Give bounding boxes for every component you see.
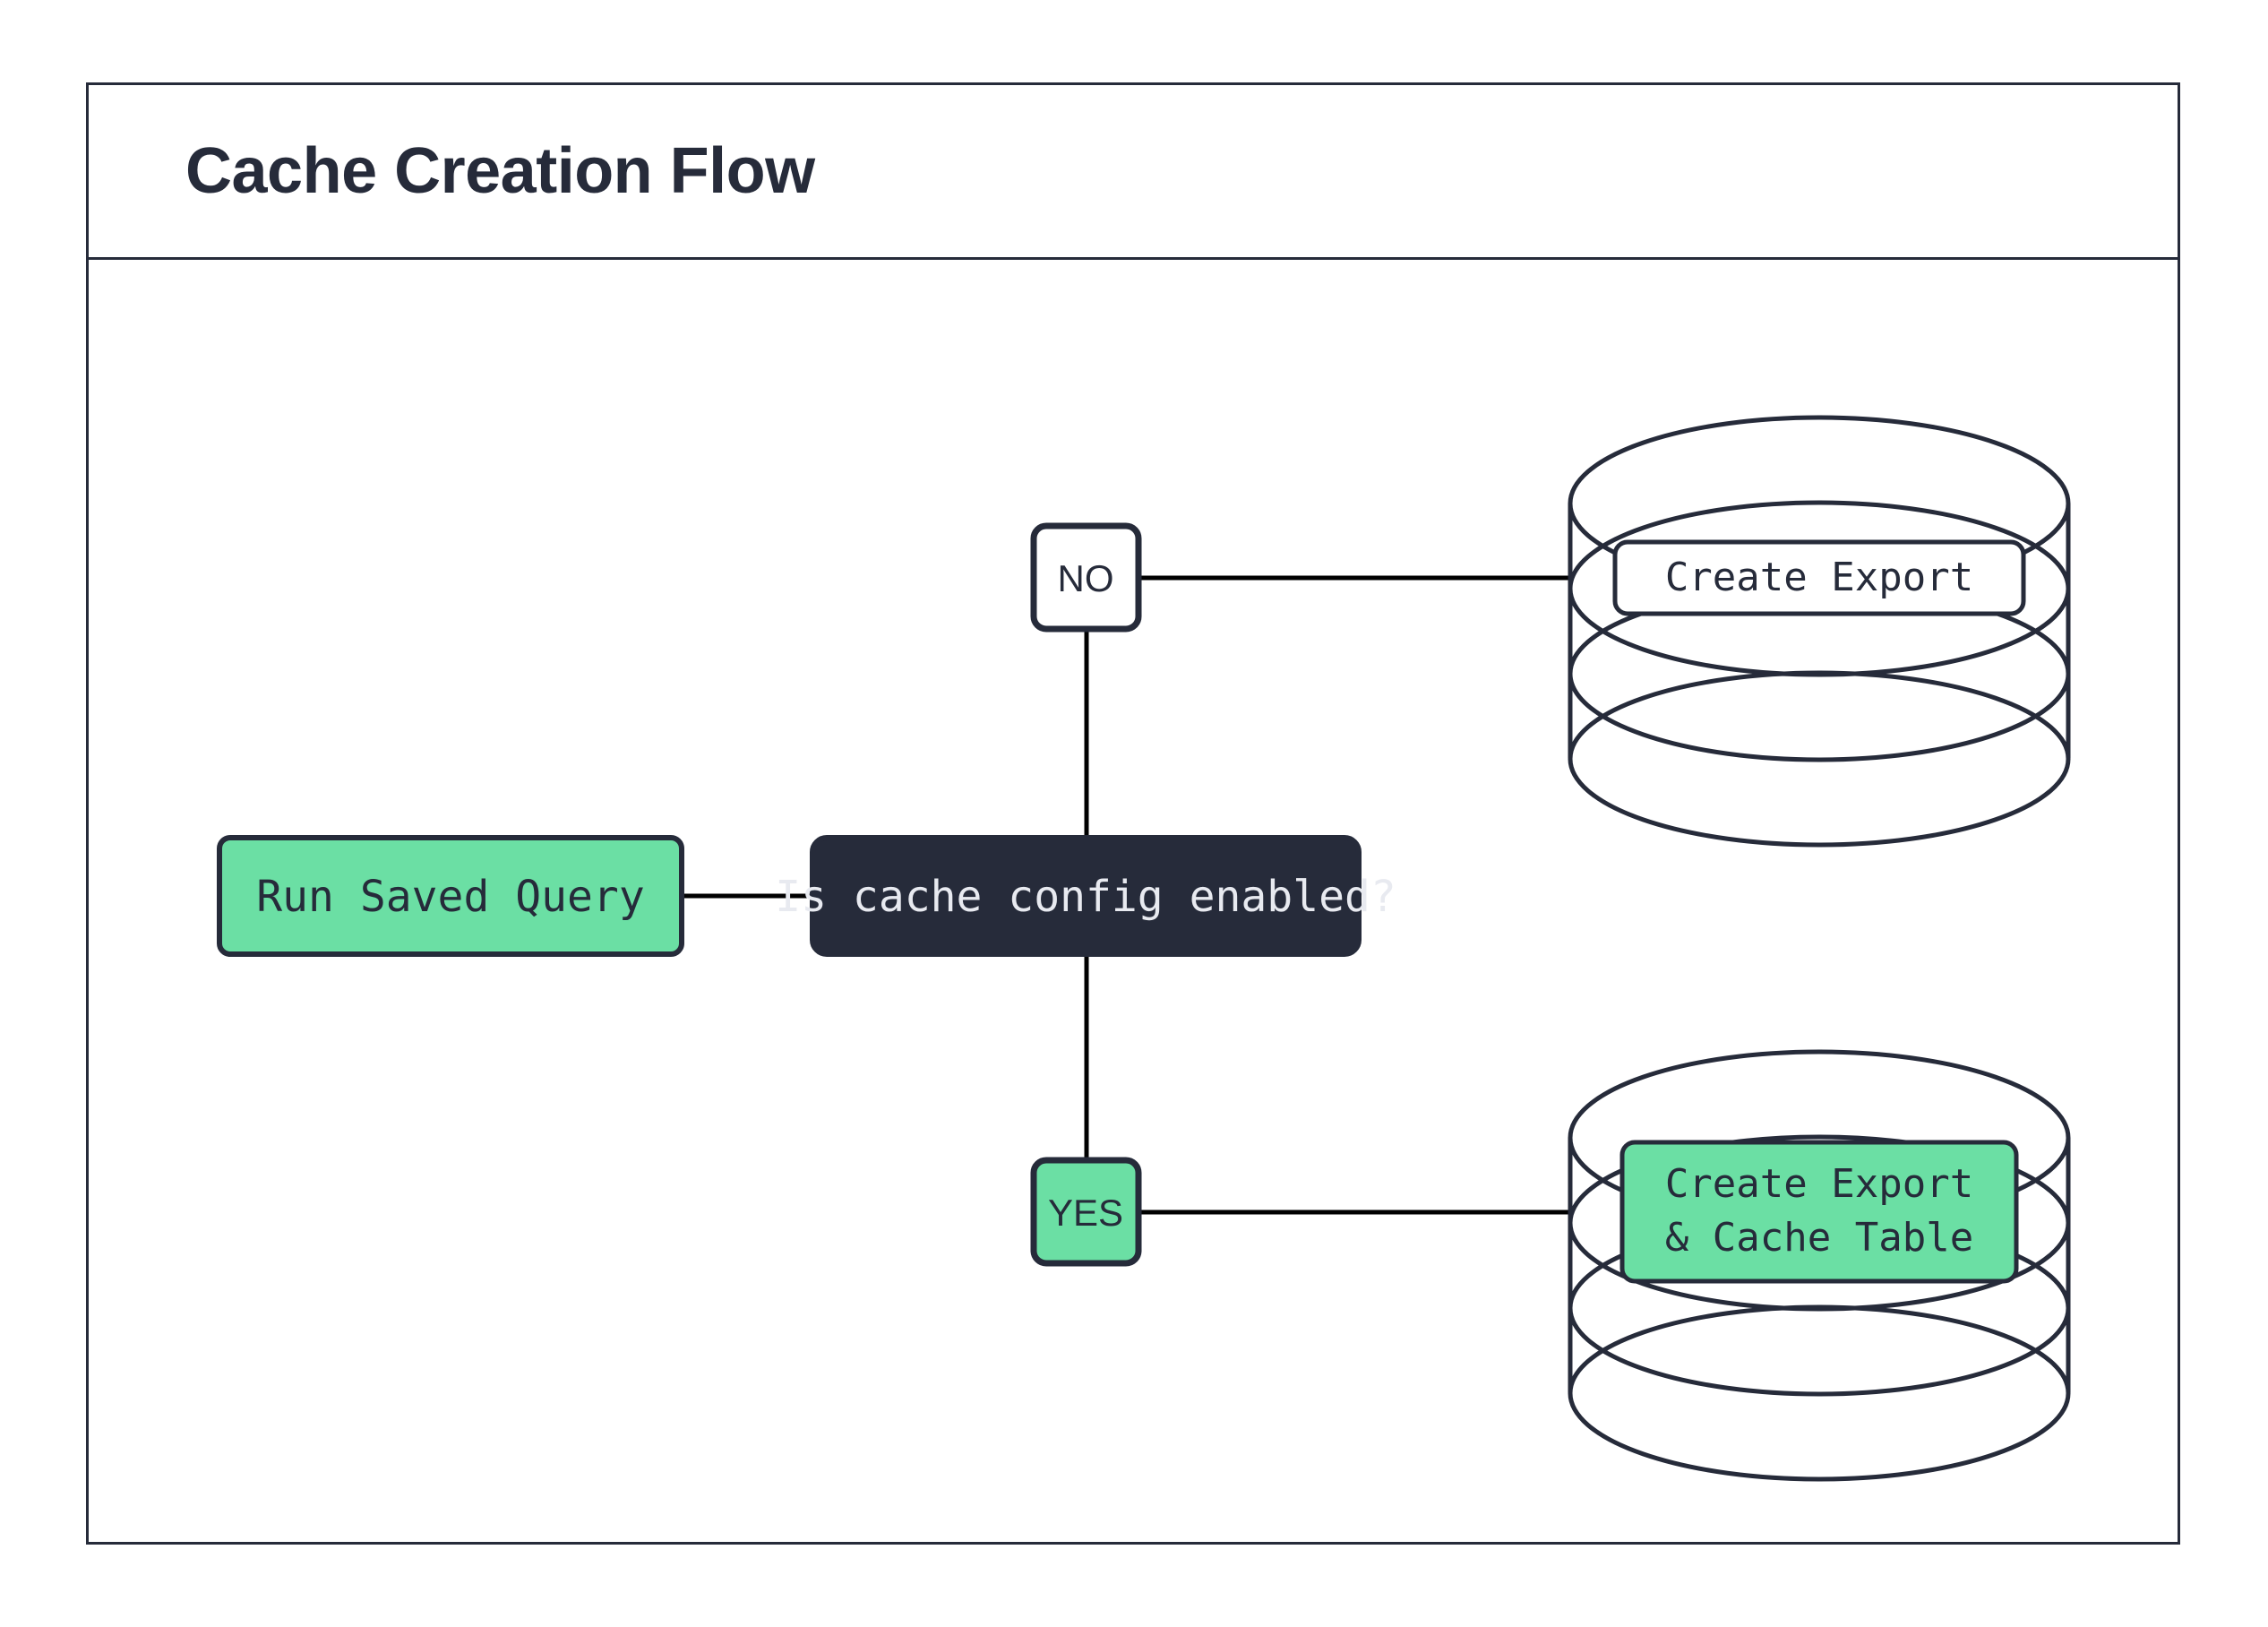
diagram-frame: Cache Creation Flow xyxy=(86,82,2180,1545)
database-cylinder-top: Create Export xyxy=(1568,415,2071,848)
database-top-label-chip xyxy=(1612,539,2026,616)
branch-yes-label: YES xyxy=(1048,1192,1123,1234)
decision-box[interactable] xyxy=(810,835,1362,957)
database-bottom-label-chip xyxy=(1619,1140,2019,1284)
cylinder-bottom-disc-4 xyxy=(1568,1304,2071,1482)
database-bottom-label-line2: & Cache Table xyxy=(1665,1215,1973,1261)
flowchart-svg: Create Export Create Export & Cache Tabl… xyxy=(217,415,2071,1482)
page-title: Cache Creation Flow xyxy=(185,135,815,207)
decision-label: Is cache config enabled? xyxy=(775,872,1396,922)
run-saved-query-box[interactable] xyxy=(217,835,684,957)
node-run-saved-query[interactable]: Run Saved Query xyxy=(217,835,684,957)
node-is-cache-config-enabled[interactable]: Is cache config enabled? xyxy=(775,835,1396,957)
branch-no-box[interactable] xyxy=(1030,522,1142,633)
diagram-title-bar: Cache Creation Flow xyxy=(89,85,2178,260)
edge-group xyxy=(682,575,1570,1215)
cylinder-top-disc-4 xyxy=(1568,670,2071,848)
database-bottom-label-line1: Create Export xyxy=(1665,1161,1973,1207)
node-branch-no[interactable]: NO xyxy=(1030,522,1142,633)
branch-yes-box[interactable] xyxy=(1030,1157,1142,1267)
database-cylinder-bottom: Create Export & Cache Table xyxy=(1568,1049,2071,1482)
flow-canvas: Create Export Create Export & Cache Tabl… xyxy=(89,260,2178,1545)
database-top-label: Create Export xyxy=(1665,555,1973,600)
branch-no-label: NO xyxy=(1058,557,1114,599)
node-branch-yes[interactable]: YES xyxy=(1030,1157,1142,1267)
run-saved-query-label: Run Saved Query xyxy=(256,872,644,922)
